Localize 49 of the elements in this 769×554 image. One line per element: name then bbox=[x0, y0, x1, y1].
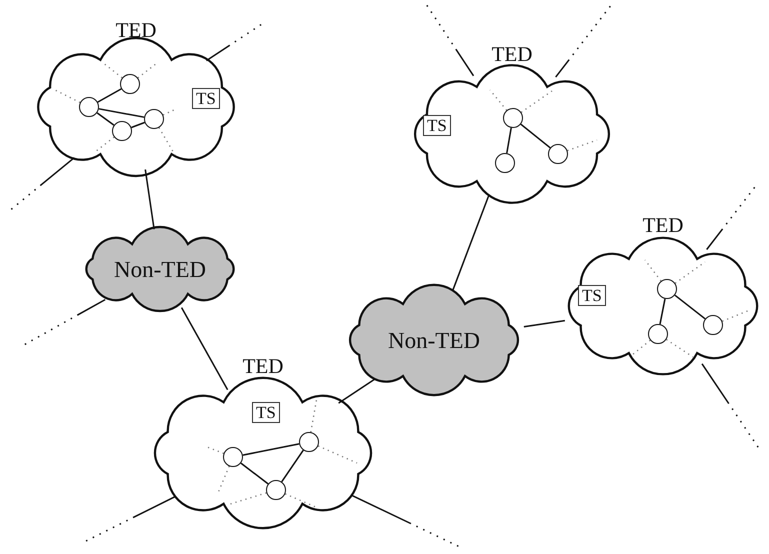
connector-line bbox=[524, 320, 566, 328]
link-line bbox=[84, 496, 176, 543]
link-line bbox=[425, 4, 474, 76]
tag-box: TS bbox=[423, 114, 451, 136]
connector-line bbox=[520, 124, 551, 148]
connector-line bbox=[452, 194, 490, 290]
cloud-label: Non-TED bbox=[387, 329, 481, 352]
cloud-heading: TED bbox=[490, 44, 534, 65]
connector-line bbox=[674, 294, 706, 320]
connector-line bbox=[98, 108, 144, 118]
connector-line bbox=[96, 112, 114, 126]
dotted-line bbox=[644, 260, 662, 282]
connector-line bbox=[97, 88, 122, 103]
connector-line bbox=[240, 462, 269, 484]
dotted-line bbox=[206, 446, 224, 454]
cloud-heading: TED bbox=[242, 356, 284, 377]
dotted-line bbox=[318, 445, 358, 464]
connector-line bbox=[338, 378, 375, 404]
dotted-line bbox=[567, 139, 598, 152]
link-line bbox=[206, 23, 262, 62]
connector-line bbox=[242, 443, 300, 456]
dotted-line bbox=[722, 309, 750, 322]
connector-line bbox=[131, 122, 145, 128]
dotted-line bbox=[666, 338, 694, 358]
dotted-line bbox=[162, 109, 174, 116]
connector-line bbox=[659, 298, 666, 324]
connector-line bbox=[506, 128, 512, 154]
cloud-heading: TED bbox=[642, 215, 684, 236]
connector-line bbox=[144, 169, 155, 230]
tag-box: TS bbox=[578, 284, 606, 306]
dotted-line bbox=[520, 90, 552, 113]
dotted-line bbox=[54, 89, 80, 104]
dotted-line bbox=[632, 340, 651, 356]
dotted-line bbox=[138, 62, 158, 78]
link-line bbox=[22, 298, 106, 347]
dotted-line bbox=[490, 90, 508, 111]
dotted-line bbox=[94, 136, 114, 153]
dotted-line bbox=[674, 261, 706, 284]
cloud-label: Non-TED bbox=[113, 258, 207, 281]
connector-line bbox=[180, 307, 228, 390]
link-line bbox=[555, 4, 613, 78]
dotted-line bbox=[158, 127, 176, 156]
dotted-line bbox=[102, 61, 122, 78]
tag-box: TS bbox=[252, 402, 280, 422]
tag-box: TS bbox=[192, 88, 220, 108]
connector-line bbox=[281, 450, 304, 482]
dotted-line bbox=[217, 466, 230, 494]
cloud-heading: TED bbox=[114, 20, 158, 41]
link-line bbox=[701, 363, 761, 450]
